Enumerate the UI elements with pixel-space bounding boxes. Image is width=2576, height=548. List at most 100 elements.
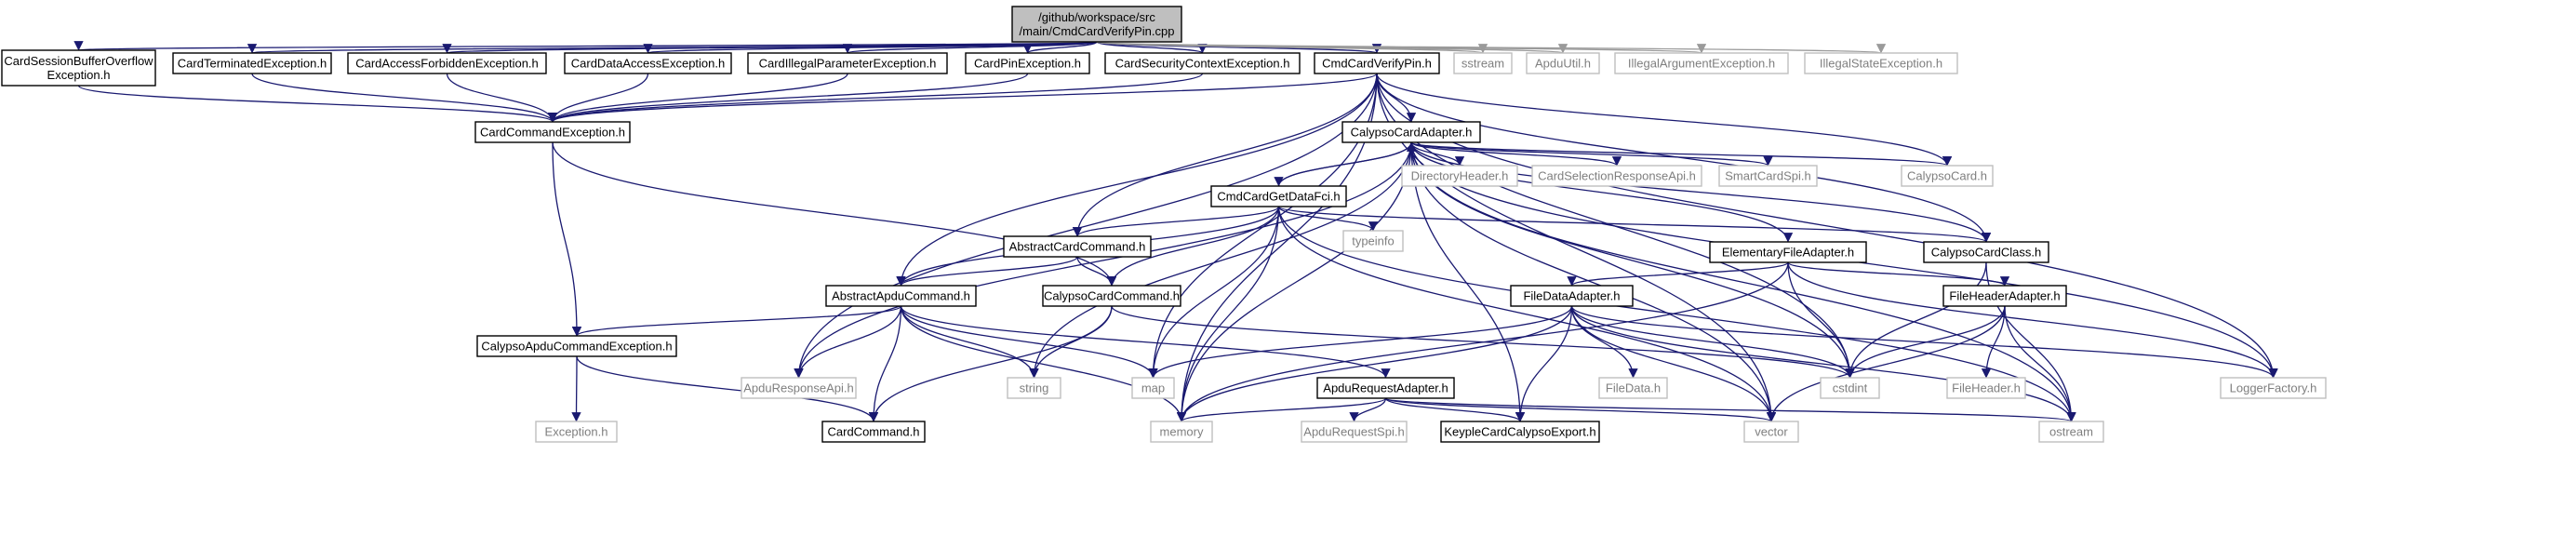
node-sstream[interactable]: sstream bbox=[1453, 52, 1513, 74]
node-label: CmdCardVerifyPin.h bbox=[1322, 57, 1432, 71]
edge-efa-to-cstdint bbox=[1787, 261, 1855, 379]
node-string[interactable]: string bbox=[1007, 377, 1061, 399]
node-fda[interactable]: FileDataAdapter.h bbox=[1510, 285, 1634, 307]
node-box[interactable] bbox=[1526, 52, 1600, 74]
edge-aac-to-ard bbox=[900, 305, 1391, 379]
node-exception[interactable]: Exception.h bbox=[535, 421, 618, 443]
node-cvp[interactable]: CmdCardVerifyPin.h bbox=[1314, 52, 1440, 74]
node-box[interactable] bbox=[1614, 52, 1789, 74]
node-cpe[interactable]: CardPinException.h bbox=[965, 52, 1090, 74]
node-vector[interactable]: vector bbox=[1743, 421, 1799, 443]
node-cipe[interactable]: CardIllegalParameterException.h bbox=[747, 52, 948, 74]
node-box[interactable] bbox=[1743, 421, 1799, 443]
node-box[interactable] bbox=[1709, 241, 1867, 263]
node-box[interactable] bbox=[474, 121, 631, 143]
node-scs[interactable]: SmartCardSpi.h bbox=[1718, 165, 1818, 187]
node-cgdf[interactable]: CmdCardGetDataFci.h bbox=[1210, 185, 1347, 207]
node-box[interactable] bbox=[1901, 165, 1994, 187]
node-memory[interactable]: memory bbox=[1150, 421, 1213, 443]
node-box[interactable] bbox=[1942, 285, 2067, 307]
node-box[interactable] bbox=[1003, 235, 1152, 258]
node-box[interactable] bbox=[172, 52, 332, 74]
node-kcce[interactable]: KeypleCardCalypsoExport.h bbox=[1440, 421, 1600, 443]
node-box[interactable] bbox=[965, 52, 1090, 74]
node-ccmd[interactable]: CalypsoCardCommand.h bbox=[1042, 285, 1181, 307]
node-map[interactable]: map bbox=[1131, 377, 1175, 399]
node-box[interactable] bbox=[1314, 52, 1440, 74]
node-box[interactable] bbox=[1598, 377, 1668, 399]
node-fha[interactable]: FileHeaderAdapter.h bbox=[1942, 285, 2067, 307]
node-box[interactable] bbox=[564, 52, 732, 74]
node-box[interactable] bbox=[1316, 377, 1455, 399]
node-csce[interactable]: CardSecurityContextException.h bbox=[1104, 52, 1301, 74]
node-cafe[interactable]: CardAccessForbiddenException.h bbox=[347, 52, 547, 74]
node-aac[interactable]: AbstractApduCommand.h bbox=[825, 285, 977, 307]
edge-cce-to-ccmd bbox=[552, 141, 1117, 287]
node-dh[interactable]: DirectoryHeader.h bbox=[1401, 165, 1518, 187]
node-ara[interactable]: ApduResponseApi.h bbox=[741, 377, 857, 399]
node-box[interactable] bbox=[825, 285, 977, 307]
node-box[interactable] bbox=[1510, 285, 1634, 307]
node-box[interactable] bbox=[1341, 121, 1481, 143]
node-filedata[interactable]: FileData.h bbox=[1598, 377, 1668, 399]
node-box[interactable] bbox=[1923, 241, 2049, 263]
edge-fda-to-cstdint bbox=[1570, 305, 1855, 379]
node-box[interactable] bbox=[476, 335, 677, 357]
node-label: /github/workspace/src bbox=[1038, 10, 1155, 24]
node-arspi[interactable]: ApduRequestSpi.h bbox=[1301, 421, 1408, 443]
node-box[interactable] bbox=[1342, 230, 1404, 252]
node-box[interactable] bbox=[741, 377, 857, 399]
node-cace[interactable]: CalypsoApduCommandException.h bbox=[476, 335, 677, 357]
node-cca[interactable]: CalypsoCardAdapter.h bbox=[1341, 121, 1481, 143]
node-cce[interactable]: CardCommandException.h bbox=[474, 121, 631, 143]
node-ccc[interactable]: CalypsoCardClass.h bbox=[1923, 241, 2049, 263]
node-box[interactable] bbox=[1301, 421, 1408, 443]
node-box[interactable] bbox=[1131, 377, 1175, 399]
node-box[interactable] bbox=[535, 421, 618, 443]
node-ard[interactable]: ApduRequestAdapter.h bbox=[1316, 377, 1455, 399]
node-cdae[interactable]: CardDataAccessException.h bbox=[564, 52, 732, 74]
node-box[interactable] bbox=[1531, 165, 1702, 187]
node-typeinfo[interactable]: typeinfo bbox=[1342, 230, 1404, 252]
node-logger[interactable]: LoggerFactory.h bbox=[2220, 377, 2327, 399]
node-acc[interactable]: AbstractCardCommand.h bbox=[1003, 235, 1152, 258]
node-box[interactable] bbox=[1440, 421, 1600, 443]
node-box[interactable] bbox=[1820, 377, 1880, 399]
node-cstdint[interactable]: cstdint bbox=[1820, 377, 1880, 399]
node-box[interactable] bbox=[1042, 285, 1181, 307]
node-box[interactable] bbox=[821, 421, 926, 443]
node-box[interactable] bbox=[1718, 165, 1818, 187]
node-box[interactable] bbox=[1401, 165, 1518, 187]
node-ccard[interactable]: CalypsoCard.h bbox=[1901, 165, 1994, 187]
node-box[interactable] bbox=[1210, 185, 1347, 207]
node-box[interactable] bbox=[1946, 377, 2026, 399]
edge-ard-to-arspi bbox=[1349, 397, 1387, 422]
node-box[interactable] bbox=[1453, 52, 1513, 74]
node-root[interactable]: /github/workspace/src/main/CmdCardVerify… bbox=[1011, 6, 1182, 43]
node-box[interactable] bbox=[1007, 377, 1061, 399]
edge-cvp-to-aac bbox=[896, 73, 1378, 287]
node-cte[interactable]: CardTerminatedException.h bbox=[172, 52, 332, 74]
node-efa[interactable]: ElementaryFileAdapter.h bbox=[1709, 241, 1867, 263]
node-apduutil[interactable]: ApduUtil.h bbox=[1526, 52, 1600, 74]
node-label: ApduRequestAdapter.h bbox=[1323, 381, 1448, 395]
node-box[interactable] bbox=[1, 49, 156, 87]
node-box[interactable] bbox=[2220, 377, 2327, 399]
node-ise[interactable]: IllegalStateException.h bbox=[1804, 52, 1958, 74]
node-iae[interactable]: IllegalArgumentException.h bbox=[1614, 52, 1789, 74]
node-box[interactable] bbox=[2038, 421, 2104, 443]
node-box[interactable] bbox=[347, 52, 547, 74]
edge-ard-to-memory bbox=[1176, 397, 1387, 422]
node-fileheader[interactable]: FileHeader.h bbox=[1946, 377, 2026, 399]
node-ostream[interactable]: ostream bbox=[2038, 421, 2104, 443]
node-box[interactable] bbox=[1804, 52, 1958, 74]
node-csra[interactable]: CardSelectionResponseApi.h bbox=[1531, 165, 1702, 187]
node-cardcmd[interactable]: CardCommand.h bbox=[821, 421, 926, 443]
node-label: CardSessionBufferOverflow bbox=[4, 54, 153, 68]
node-box[interactable] bbox=[1104, 52, 1301, 74]
node-box[interactable] bbox=[1011, 6, 1182, 43]
node-box[interactable] bbox=[1150, 421, 1213, 443]
node-box[interactable] bbox=[747, 52, 948, 74]
node-label: FileData.h bbox=[1606, 381, 1661, 395]
